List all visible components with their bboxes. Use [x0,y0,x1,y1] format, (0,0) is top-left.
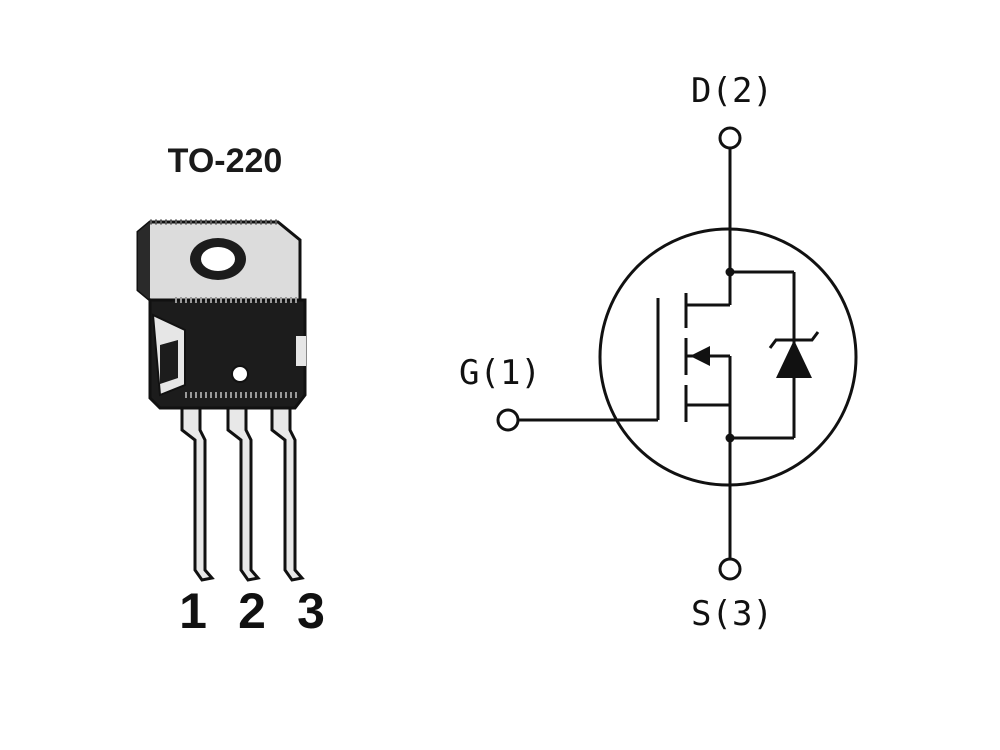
drain-label: D(2) [691,71,773,111]
source-label: S(3) [691,594,773,634]
source-terminal [718,557,742,581]
mosfet-envelope [598,227,858,487]
pin-number-2: 2 [238,583,266,639]
zener-diode-icon [768,331,820,378]
drain-terminal [718,126,742,150]
package-title: TO-220 [168,142,283,180]
n-channel-mosfet-icon [496,126,858,581]
to220-package-icon [136,219,307,582]
gate-terminal [496,408,520,432]
channel-arrow [690,346,710,366]
gate-label: G(1) [459,353,541,393]
pin-number-3: 3 [297,583,325,639]
pin-number-1: 1 [179,583,207,639]
